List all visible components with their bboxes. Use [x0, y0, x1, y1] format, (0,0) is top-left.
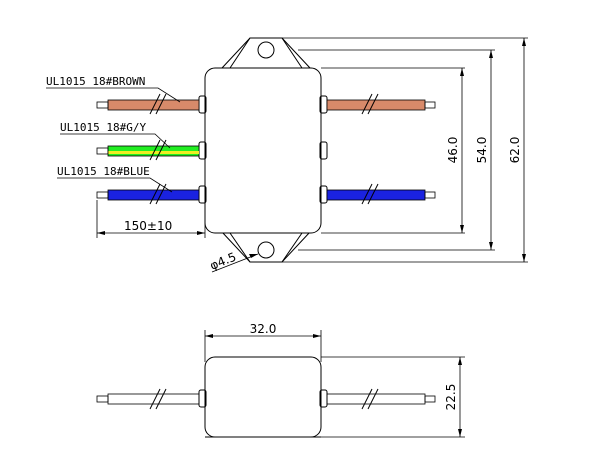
- break-marks-top: [149, 93, 379, 205]
- svg-text:32.0: 32.0: [250, 322, 277, 336]
- wire-brown-right-tip: [424, 101, 436, 109]
- side-wire-right-tip: [424, 395, 436, 403]
- svg-text:46.0: 46.0: [446, 137, 460, 164]
- filter-body: [204, 67, 322, 234]
- leader-brown: [46, 87, 181, 103]
- extension-lines: [282, 37, 528, 263]
- svg-text:150±10: 150±10: [124, 219, 172, 233]
- svg-text:φ4.5: φ4.5: [208, 250, 238, 273]
- dim-hole-diameter: φ4.5: [208, 250, 259, 273]
- wire-brown-left: [107, 99, 200, 111]
- label-gy: UL1015 18#G/Y: [60, 121, 146, 134]
- side-body: [204, 356, 322, 438]
- side-wire-left-tip: [96, 395, 109, 403]
- flange-bottom-tab: [229, 232, 303, 263]
- mounting-hole-bottom: [257, 241, 275, 259]
- leader-blue: [57, 177, 173, 193]
- dim-height-62: 62.0: [508, 38, 526, 262]
- side-wire-right: [326, 393, 426, 405]
- top-view: UL1015 18#BROWN UL1015 18#G/Y UL1015 18#…: [46, 37, 528, 273]
- leader-gy: [60, 133, 171, 149]
- dim-thickness-22-5: 22.5: [321, 356, 465, 438]
- wire-gy-left-tip: [96, 147, 109, 155]
- wire-brown-left-tip: [96, 101, 109, 109]
- svg-text:22.5: 22.5: [444, 384, 458, 411]
- break-marks-side: [149, 388, 379, 410]
- wire-blue-right-tip: [424, 191, 436, 199]
- svg-text:54.0: 54.0: [475, 137, 489, 164]
- mounting-hole-top: [257, 41, 275, 59]
- wire-brown-right: [326, 99, 426, 111]
- label-brown: UL1015 18#BROWN: [46, 75, 145, 88]
- bushing-right-2: [319, 141, 328, 160]
- side-view: 32.0 22.5: [96, 322, 465, 438]
- dim-lead-length: 150±10: [96, 200, 206, 238]
- dim-height-54: 54.0: [475, 50, 493, 250]
- dim-height-46: 46.0: [446, 68, 464, 233]
- label-blue: UL1015 18#BLUE: [57, 165, 150, 178]
- wire-blue-left: [107, 189, 200, 201]
- svg-text:62.0: 62.0: [508, 137, 522, 164]
- flange-top-tab: [229, 37, 303, 69]
- wire-blue-right: [326, 189, 426, 201]
- dim-width-32: 32.0: [204, 322, 322, 362]
- wire-blue-left-tip: [96, 191, 109, 199]
